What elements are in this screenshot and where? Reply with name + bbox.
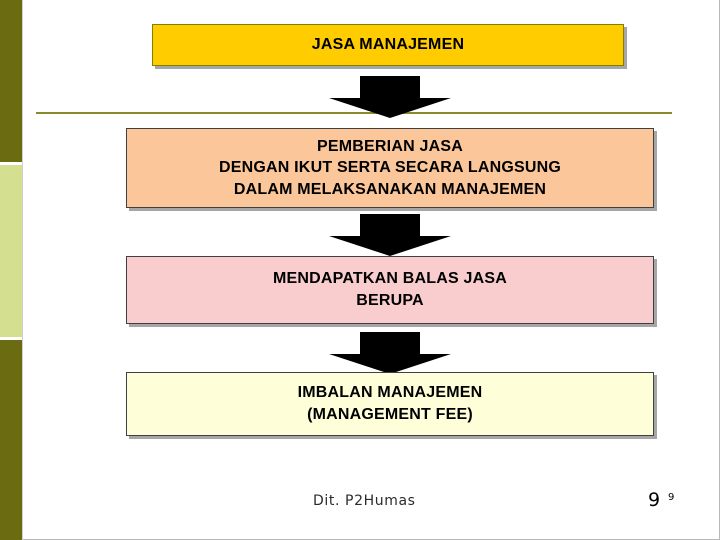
decor-bar-separator-1	[0, 162, 22, 165]
title-box: JASA MANAJEMEN	[152, 24, 624, 66]
down-arrow-icon-2	[329, 214, 451, 256]
page-number-superscript: 9	[668, 492, 675, 503]
decor-bar-separator-2	[0, 337, 22, 340]
footer-source-label: Dit. P2Humas	[313, 493, 416, 509]
decor-bar-olive-top	[0, 0, 22, 165]
flow-step-box-2-label: MENDAPATKAN BALAS JASA BERUPA	[272, 270, 508, 309]
flow-step-box-2: MENDAPATKAN BALAS JASA BERUPA	[126, 256, 654, 324]
flow-step-box-3-label: IMBALAN MANAJEMEN (MANAGEMENT FEE)	[297, 384, 483, 423]
arrow-head	[329, 98, 451, 118]
down-arrow-icon-3	[329, 332, 451, 374]
decor-bar-olive-bottom	[0, 340, 22, 540]
arrow-head	[329, 236, 451, 256]
arrow-head	[329, 354, 451, 374]
arrow-shaft	[360, 76, 420, 98]
arrow-shaft	[360, 214, 420, 236]
flow-step-box-1-label: PEMBERIAN JASA DENGAN IKUT SERTA SECARA …	[218, 137, 561, 198]
frame-left-line	[22, 0, 23, 540]
page-number: 9	[648, 489, 661, 511]
down-arrow-icon-1	[329, 76, 451, 118]
arrow-shaft	[360, 332, 420, 354]
flow-step-box-3: IMBALAN MANAJEMEN (MANAGEMENT FEE)	[126, 372, 654, 436]
title-box-label: JASA MANAJEMEN	[311, 36, 465, 54]
decor-bar-lime	[0, 165, 22, 340]
flow-step-box-1: PEMBERIAN JASA DENGAN IKUT SERTA SECARA …	[126, 128, 654, 208]
